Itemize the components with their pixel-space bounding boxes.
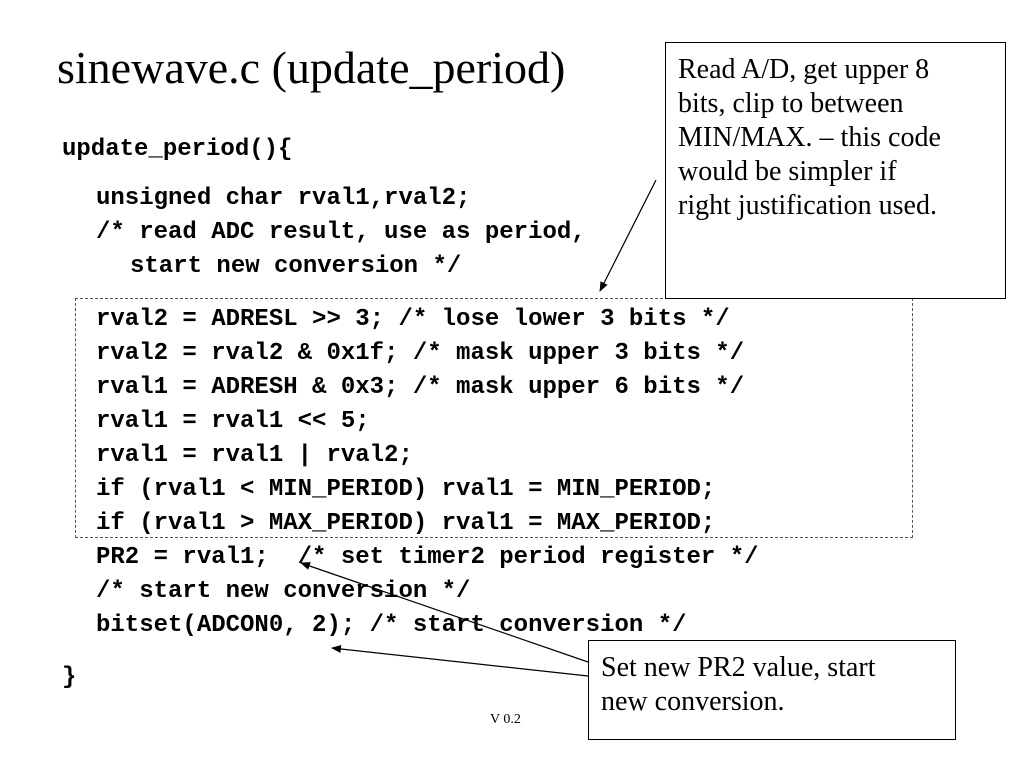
code-line: /* start new conversion */ <box>96 578 471 605</box>
code-line: if (rval1 > MAX_PERIOD) rval1 = MAX_PERI… <box>96 510 716 537</box>
code-line: rval1 = ADRESH & 0x3; /* mask upper 6 bi… <box>96 374 745 401</box>
code-line: if (rval1 < MIN_PERIOD) rval1 = MIN_PERI… <box>96 476 716 503</box>
code-line: bitset(ADCON0, 2); /* start conversion *… <box>96 612 687 639</box>
adc-callout-box: Read A/D, get upper 8 bits, clip to betw… <box>665 42 1006 299</box>
adc-callout-arrow <box>599 179 657 292</box>
pr2-callout-arrow <box>300 562 589 663</box>
code-line: start new conversion */ <box>130 253 462 280</box>
code-line: update_period(){ <box>62 136 293 163</box>
code-line: PR2 = rval1; /* set timer2 period regist… <box>96 544 759 571</box>
version-footer: V 0.2 <box>490 712 521 727</box>
highlighted-code-region <box>75 298 913 538</box>
pr2-callout-box: Set new PR2 value, start new conversion. <box>588 640 956 740</box>
slide-title: sinewave.c (update_period) <box>57 42 566 93</box>
conversion-callout-arrow <box>331 645 589 677</box>
code-line: } <box>62 664 77 691</box>
code-line: rval2 = ADRESL >> 3; /* lose lower 3 bit… <box>96 306 730 333</box>
code-line: unsigned char rval1,rval2; <box>96 185 471 212</box>
code-line: rval1 = rval1 | rval2; <box>96 442 413 469</box>
code-line: /* read ADC result, use as period, <box>96 219 586 246</box>
code-line: rval1 = rval1 << 5; <box>96 408 370 435</box>
code-line: rval2 = rval2 & 0x1f; /* mask upper 3 bi… <box>96 340 745 367</box>
